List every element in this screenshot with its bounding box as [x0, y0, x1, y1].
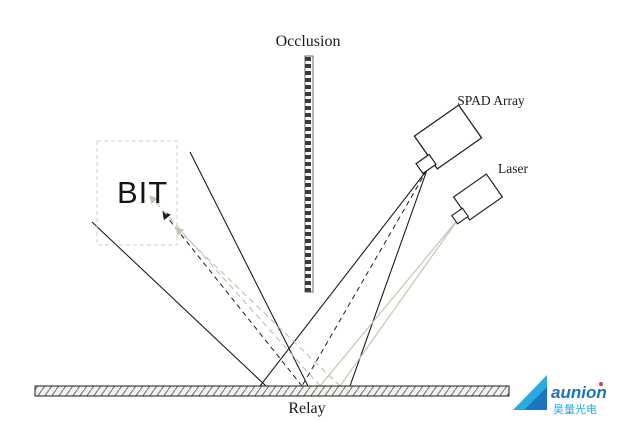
spad-array-body	[413, 104, 483, 170]
logo: aunion 昊量光电	[513, 375, 607, 416]
relay-label: Relay	[288, 400, 325, 417]
hidden-object-bounds	[96, 140, 178, 246]
photon-path-spad-to-relay	[301, 169, 428, 387]
return-cone-line-right	[189, 151, 309, 387]
spad-array-lens	[415, 153, 437, 175]
occlusion-label: Occlusion	[276, 33, 341, 50]
occluder-bar	[304, 55, 314, 293]
logo-sail-shadow-icon	[524, 387, 547, 410]
photon-path-relay-to-object-arrow	[162, 211, 303, 387]
spad-fov-line-right	[349, 169, 428, 387]
spad-array-label: SPAD Array	[457, 93, 525, 108]
relay-wall	[34, 385, 510, 397]
logo-dot-icon	[599, 382, 603, 386]
laser-label: Laser	[498, 161, 528, 176]
laser-beam-to-relay-1	[319, 217, 460, 387]
return-cone-line-left	[91, 221, 267, 387]
hidden-object-label: BIT	[117, 175, 168, 210]
laser-beam-to-relay-2	[339, 217, 460, 387]
logo-brand-cn-text: 昊量光电	[553, 402, 597, 416]
logo-brand-text: aunion	[551, 383, 607, 402]
spad-fov-line-left	[259, 169, 428, 387]
scattered-beam-to-object-2	[175, 227, 341, 387]
laser-aperture	[451, 207, 469, 225]
